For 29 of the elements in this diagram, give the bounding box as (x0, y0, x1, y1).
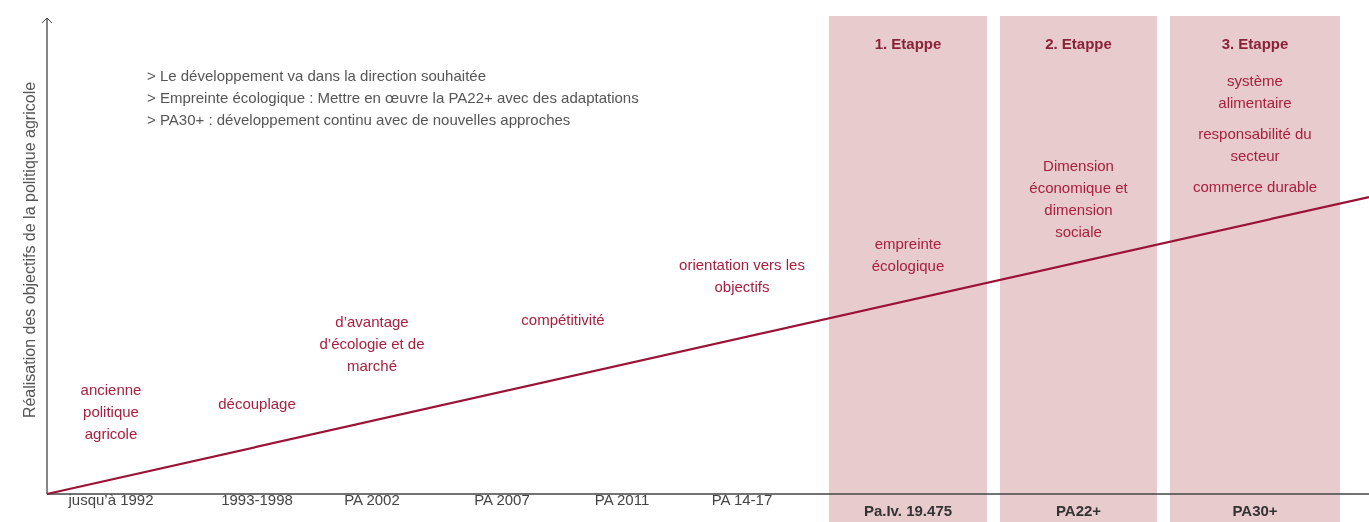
phase-heading: 3. Etappe (1220, 34, 1290, 54)
axis-tick-label: 1993-1998 (220, 490, 294, 510)
phase-label: compétitivité (520, 310, 606, 330)
bullet-note: > Le développement va dans la direction souhaitée (147, 66, 486, 86)
phase-band (829, 16, 987, 522)
phase-goal-text: responsabilité du secteur (1197, 124, 1313, 166)
axis-tick-label: PA 2011 (593, 490, 651, 510)
axis-tick-label: PA 14-17 (710, 490, 774, 510)
phase-label: orientation vers les objectifs (679, 255, 805, 297)
axis-tick-label: PA 2002 (343, 490, 401, 510)
bullet-note: > PA30+ : développement continu avec de nouvelles approches (147, 110, 571, 130)
phase-goal-text: Dimension économique et dimension sociale (1028, 156, 1129, 242)
axis-tick-label: Pa.Iv. 19.475 (862, 501, 954, 521)
phase-heading: 1. Etappe (873, 34, 943, 54)
phase-goal-text: empreinte écologique (870, 234, 946, 276)
phase-label: découplage (217, 394, 297, 414)
axis-tick-label: PA 2007 (473, 490, 531, 510)
axis-title: Réalisation des objectifs de la politique agricole (20, 80, 39, 421)
axis-tick-label: PA22+ (1054, 501, 1103, 521)
axis-tick-label: jusqu’à 1992 (67, 490, 155, 510)
phase-label: d’avantage d’écologie et de marché (318, 312, 426, 376)
bullet-note: > Empreinte écologique : Mettre en œuvre la PA22+ avec des adaptations (147, 88, 639, 108)
phase-band (1170, 16, 1340, 522)
phase-heading: 2. Etappe (1044, 34, 1113, 54)
phase-label: ancienne politique agricole (79, 380, 143, 444)
phase-band (1000, 16, 1157, 522)
phase-goal-text: système alimentaire (1217, 71, 1293, 113)
axis-tick-label: PA30+ (1231, 501, 1279, 521)
phase-goal-text: commerce durable (1191, 177, 1319, 197)
